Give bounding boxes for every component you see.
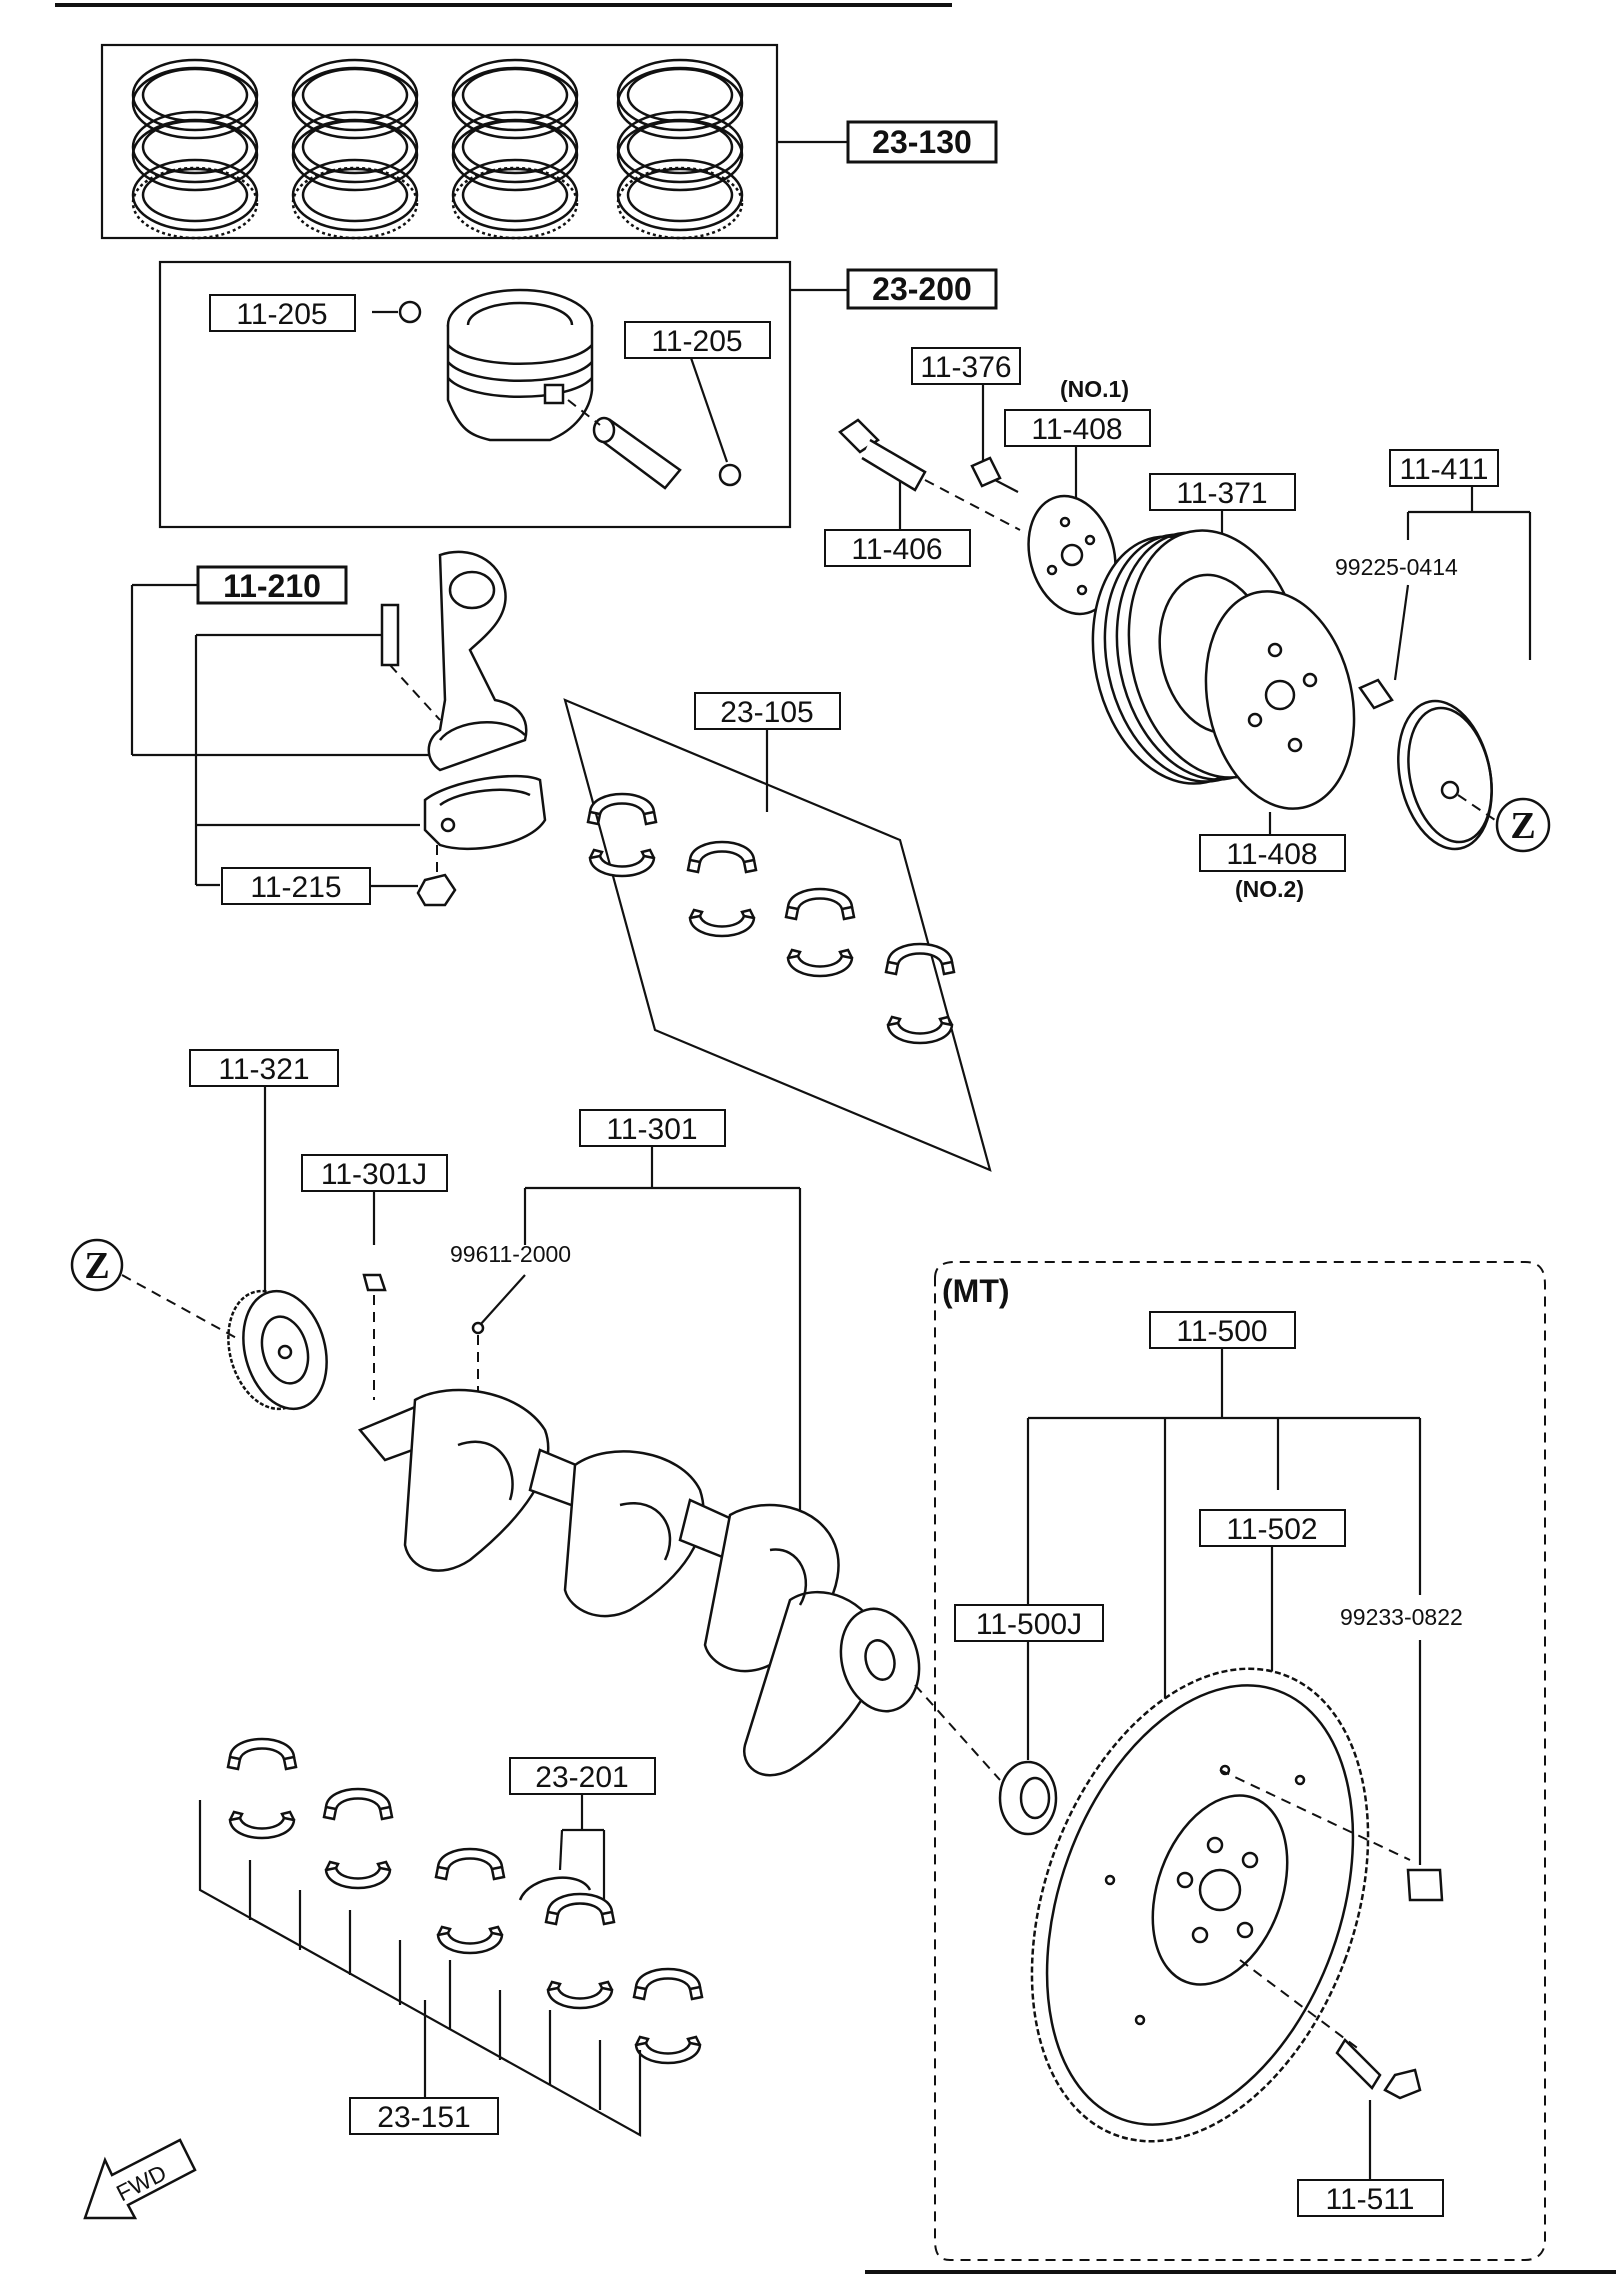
label-timing-pulley: 11-321 — [218, 1053, 309, 1086]
label-pilot-bearing: 11-500J — [976, 1608, 1082, 1641]
label-mt-note: (MT) — [942, 1273, 1010, 1309]
fwd-arrow-icon: FWD — [83, 2138, 197, 2220]
main-bearing-set: 23-151 23-201 — [198, 1737, 704, 2137]
label-piston-ring-set: 23-130 — [872, 124, 972, 160]
timing-pulley-group: 11-321 Z — [70, 1049, 339, 1411]
label-flywheel-assy: 11-500 — [1176, 1315, 1267, 1348]
svg-text:Z: Z — [84, 1245, 109, 1287]
flywheel — [1030, 1667, 1370, 2143]
label-main-bearing-set: 23-151 — [377, 2101, 470, 2134]
label-plate-no1: 11-408 — [1031, 413, 1122, 446]
label-crank-key: 11-301J — [321, 1158, 427, 1191]
crankshaft-group: 11-301J 11-301 99611-2000 — [301, 1109, 1001, 1781]
mt-flywheel-group: (MT) 11-500 11-502 11-500J 99233-0822 — [934, 1261, 1546, 2261]
label-snap-ring-right: 11-205 — [651, 325, 742, 358]
ref-marker-right — [1495, 797, 1551, 853]
label-plate-no2-note: (NO.2) — [1235, 876, 1304, 902]
connecting-rod-group: 11-210 11-215 — [130, 550, 547, 907]
label-pulley-lock-bolt: 11-376 — [920, 351, 1011, 384]
label-crankshaft: 11-301 — [606, 1113, 697, 1146]
label-flywheel-bolt: 11-511 — [1326, 2183, 1415, 2216]
pilot-bearing — [998, 1760, 1058, 1836]
label-rod-bearing-set: 23-105 — [720, 696, 813, 729]
piston-assembly: 23-200 11-205 11-205 — [158, 260, 998, 529]
label-ring-gear: 11-502 — [1226, 1513, 1317, 1546]
label-flywheel-dowel: 99233-0822 — [1340, 1604, 1463, 1630]
label-pulley-boss: 11-411 — [1400, 453, 1489, 486]
label-piston-assy: 23-200 — [872, 271, 972, 307]
label-thrust-bearing: 23-201 — [535, 1761, 628, 1794]
pulley-boss — [1397, 699, 1493, 851]
label-crank-pulley: 11-371 — [1176, 477, 1267, 510]
svg-text:Z: Z — [1510, 805, 1535, 847]
label-plate-no2: 11-408 — [1226, 838, 1317, 871]
crankshaft — [357, 1388, 921, 1777]
label-snap-ring-left: 11-205 — [236, 298, 327, 331]
plate-no1 — [1027, 494, 1117, 616]
label-con-rod-nut: 11-215 — [250, 871, 341, 904]
label-con-rod: 11-210 — [223, 568, 321, 604]
rod-bearing-set: 23-105 — [563, 692, 992, 1172]
piston-ring-set: 23-130 — [100, 43, 998, 240]
crank-pulley-group: 11-376 (NO.1) 11-408 11-406 11-371 — [824, 347, 1551, 902]
ref-marker-left — [70, 1238, 124, 1292]
label-pulley-boss-pin: 99225-0414 — [1335, 554, 1458, 580]
label-crank-plug: 99611-2000 — [450, 1241, 571, 1267]
label-plate-no1-note: (NO.1) — [1060, 376, 1129, 402]
plate-no2 — [1204, 590, 1356, 810]
label-pulley-bolt: 11-406 — [851, 533, 942, 566]
